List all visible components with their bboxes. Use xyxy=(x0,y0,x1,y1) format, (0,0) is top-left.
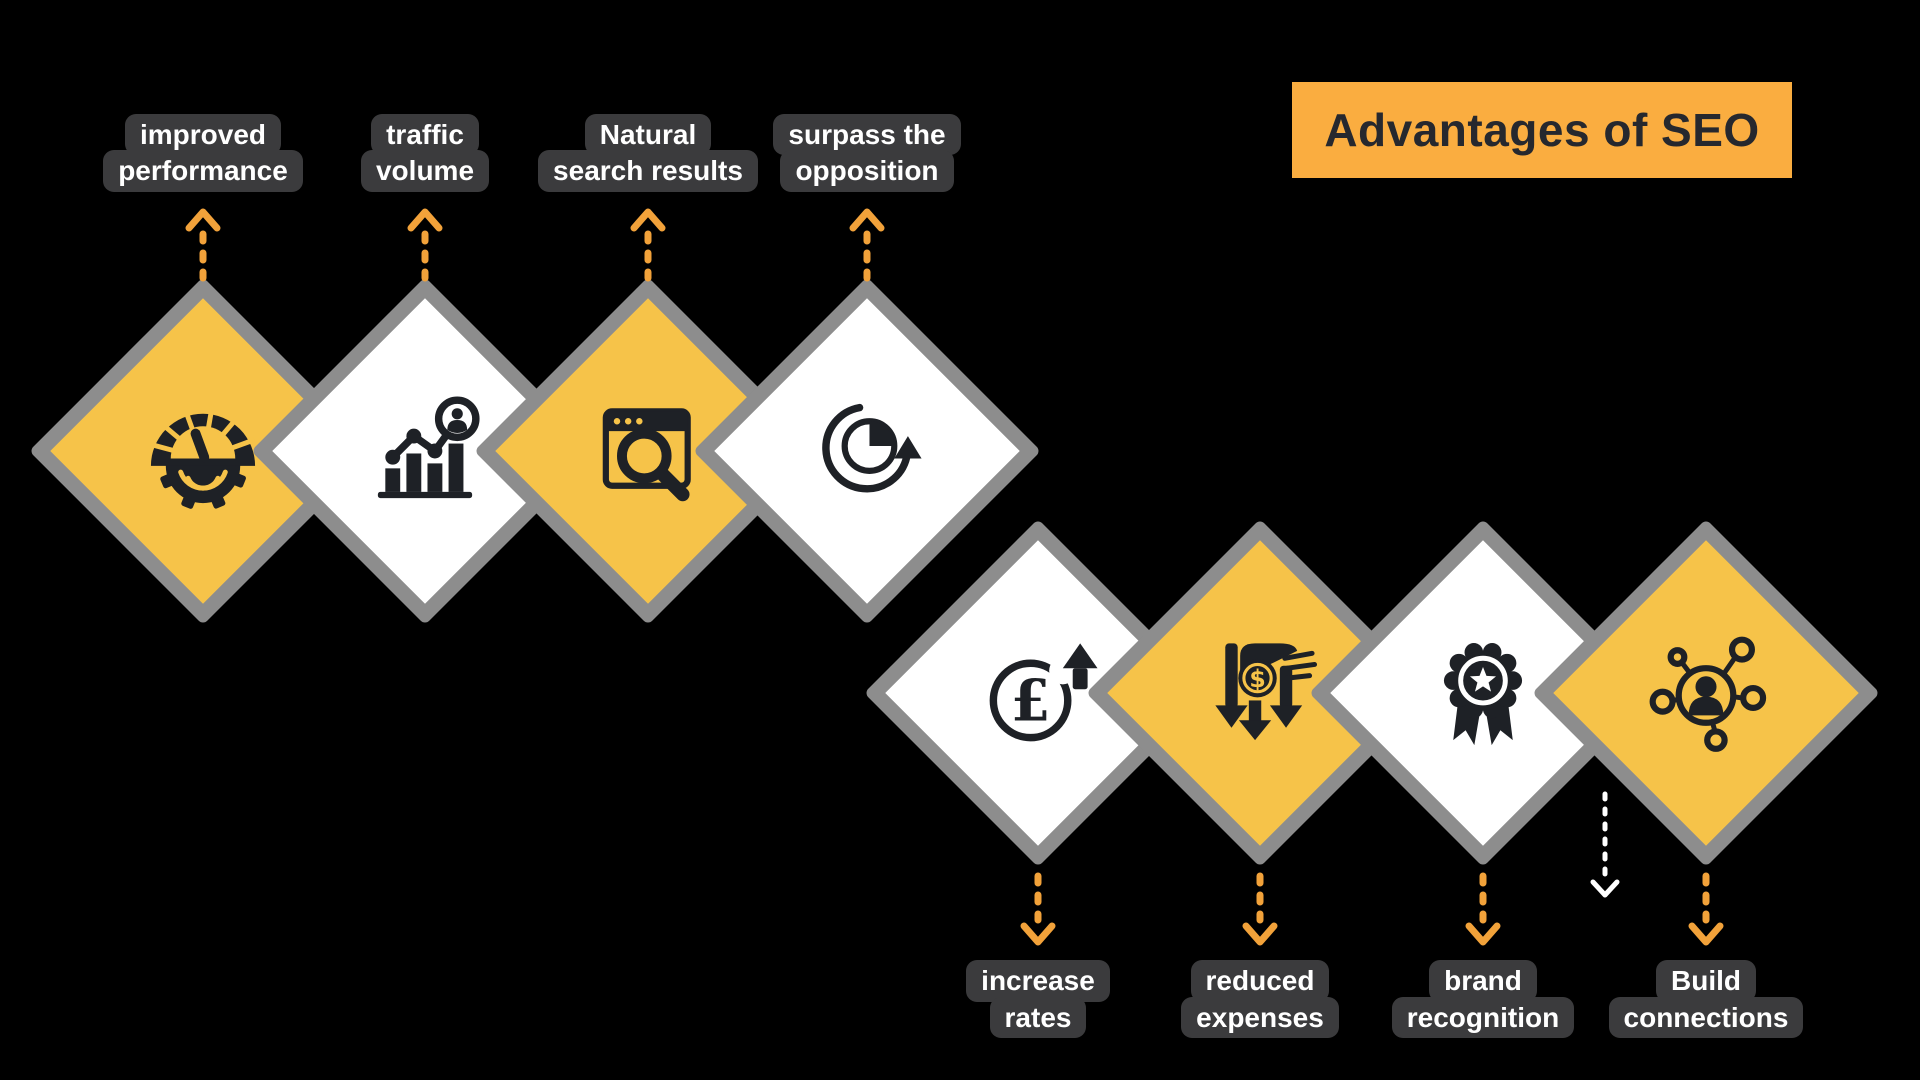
pound-rise-icon: £ xyxy=(989,643,1098,742)
label-line: rates xyxy=(989,996,1087,1039)
label-traffic-volume: traffic volume xyxy=(275,113,575,192)
pie-chart-cycle-icon xyxy=(822,403,922,493)
label-line: connections xyxy=(1608,996,1804,1039)
performance-gauge-icon xyxy=(149,404,256,509)
svg-text:$: $ xyxy=(1249,665,1265,693)
label-line: Build xyxy=(1656,960,1756,1002)
label-line: brand xyxy=(1429,960,1537,1002)
label-line: Natural xyxy=(584,113,712,156)
label-reduced-expenses: reduced expenses xyxy=(1110,960,1410,1039)
label-line: reduced xyxy=(1190,960,1330,1002)
label-line: traffic xyxy=(371,113,479,156)
label-brand-recognition: brand recognition xyxy=(1333,960,1633,1039)
label-natural-search-results: Natural search results xyxy=(498,113,798,192)
label-line: expenses xyxy=(1181,996,1339,1039)
label-line: surpass the xyxy=(773,113,961,156)
person-network-icon xyxy=(1649,636,1767,752)
stray-white-down-arrow xyxy=(1590,791,1620,898)
arrow-up-traffic-volume xyxy=(407,208,443,282)
traffic-bar-chart-icon xyxy=(377,396,480,499)
label-surpass-the-opposition: surpass the opposition xyxy=(717,113,1017,192)
label-improved-performance: improved performance xyxy=(53,113,353,192)
arrow-up-surpass-the-opposition xyxy=(849,208,885,282)
label-line: recognition xyxy=(1391,996,1575,1039)
label-line: improved xyxy=(124,113,282,156)
arrow-down-build-connections xyxy=(1688,872,1724,946)
arrow-up-improved-performance xyxy=(185,208,221,282)
arrow-down-increase-rates xyxy=(1020,872,1056,946)
infographic-title: Advantages of SEO xyxy=(1292,82,1792,178)
svg-text:£: £ xyxy=(1011,667,1051,734)
cost-drop-hand-icon: $ xyxy=(1215,643,1318,741)
label-line: search results xyxy=(538,150,758,192)
browser-search-icon xyxy=(602,408,691,502)
label-increase-rates: increase rates xyxy=(888,960,1188,1039)
arrow-down-brand-recognition xyxy=(1465,872,1501,946)
arrow-down-reduced-expenses xyxy=(1242,872,1278,946)
arrow-up-natural-search-results xyxy=(630,208,666,282)
label-build-connections: Build connections xyxy=(1556,960,1856,1039)
label-line: increase xyxy=(966,960,1110,1002)
label-line: opposition xyxy=(780,150,954,192)
label-line: performance xyxy=(103,150,303,192)
award-rosette-icon xyxy=(1443,643,1523,746)
label-line: volume xyxy=(360,150,490,192)
